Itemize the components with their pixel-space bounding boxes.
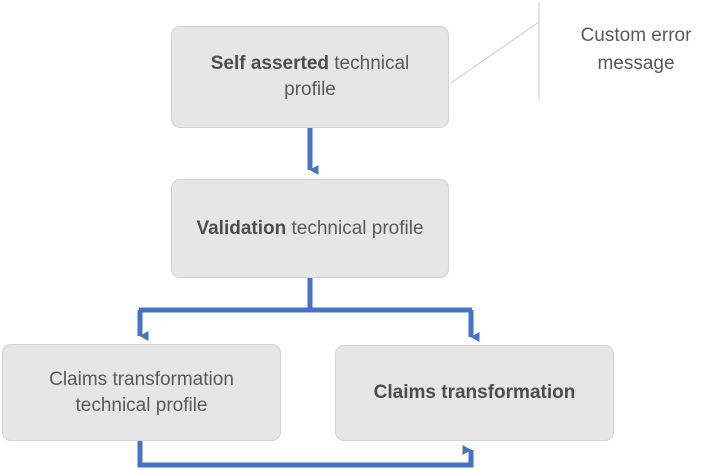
- node-validation-label: Validation technical profile: [186, 216, 434, 242]
- node-validation-bold-text: Validation: [196, 217, 287, 239]
- connector-claims-tp-to-claims-transformation: [137, 441, 474, 468]
- node-claims-tp-label: Claims transformation technical profile: [49, 368, 234, 416]
- node-validation-rest-text: technical profile: [286, 217, 424, 239]
- node-self-asserted-technical-profile[interactable]: Self asserted technical profile: [171, 26, 449, 128]
- node-self-asserted-bold-text: Self asserted: [210, 53, 329, 75]
- node-self-asserted-label: Self asserted technical profile: [186, 51, 434, 102]
- node-claims-transformation[interactable]: Claims transformation: [335, 345, 614, 441]
- node-claims-transformation-label: Claims transformation: [373, 382, 576, 404]
- node-self-asserted-rest-text: technical profile: [284, 53, 410, 100]
- node-validation-technical-profile[interactable]: Validation technical profile: [171, 179, 449, 278]
- node-claims-transformation-technical-profile[interactable]: Claims transformation technical profile: [2, 344, 281, 441]
- callout-leader-line: [450, 21, 540, 84]
- callout-custom-error-message: Custom error message: [580, 25, 692, 74]
